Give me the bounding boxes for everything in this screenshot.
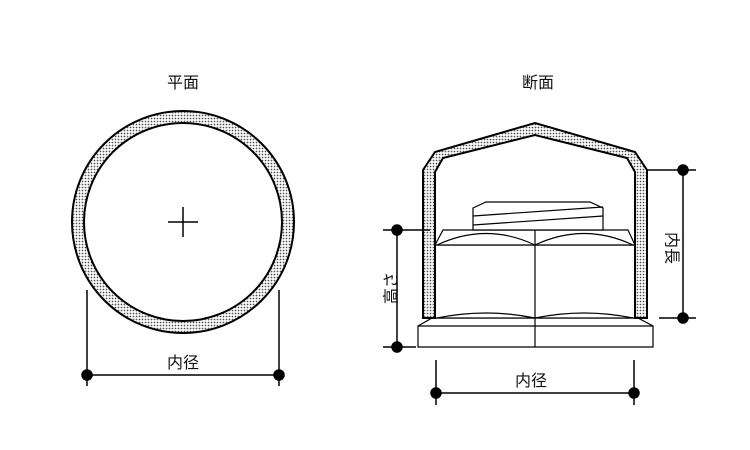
height-dimension <box>383 224 430 353</box>
section-view-title: 断面 <box>522 73 554 92</box>
height-label: 高さ <box>382 272 401 304</box>
plan-view-title: 平面 <box>167 73 199 92</box>
plan-diameter-dimension <box>81 290 285 386</box>
section-diameter-label: 内径 <box>515 371 547 390</box>
nut <box>417 201 654 348</box>
cap-section <box>422 121 648 319</box>
section-view: 断面 高さ <box>382 73 696 405</box>
center-cross-icon <box>168 207 198 237</box>
inner-length-label: 内長 <box>663 232 682 264</box>
section-diameter-dimension <box>430 360 640 405</box>
cap-ring <box>70 110 296 334</box>
plan-view: 平面 内径 <box>70 73 296 386</box>
plan-diameter-label: 内径 <box>167 353 199 372</box>
inner-length-dimension <box>647 164 696 324</box>
